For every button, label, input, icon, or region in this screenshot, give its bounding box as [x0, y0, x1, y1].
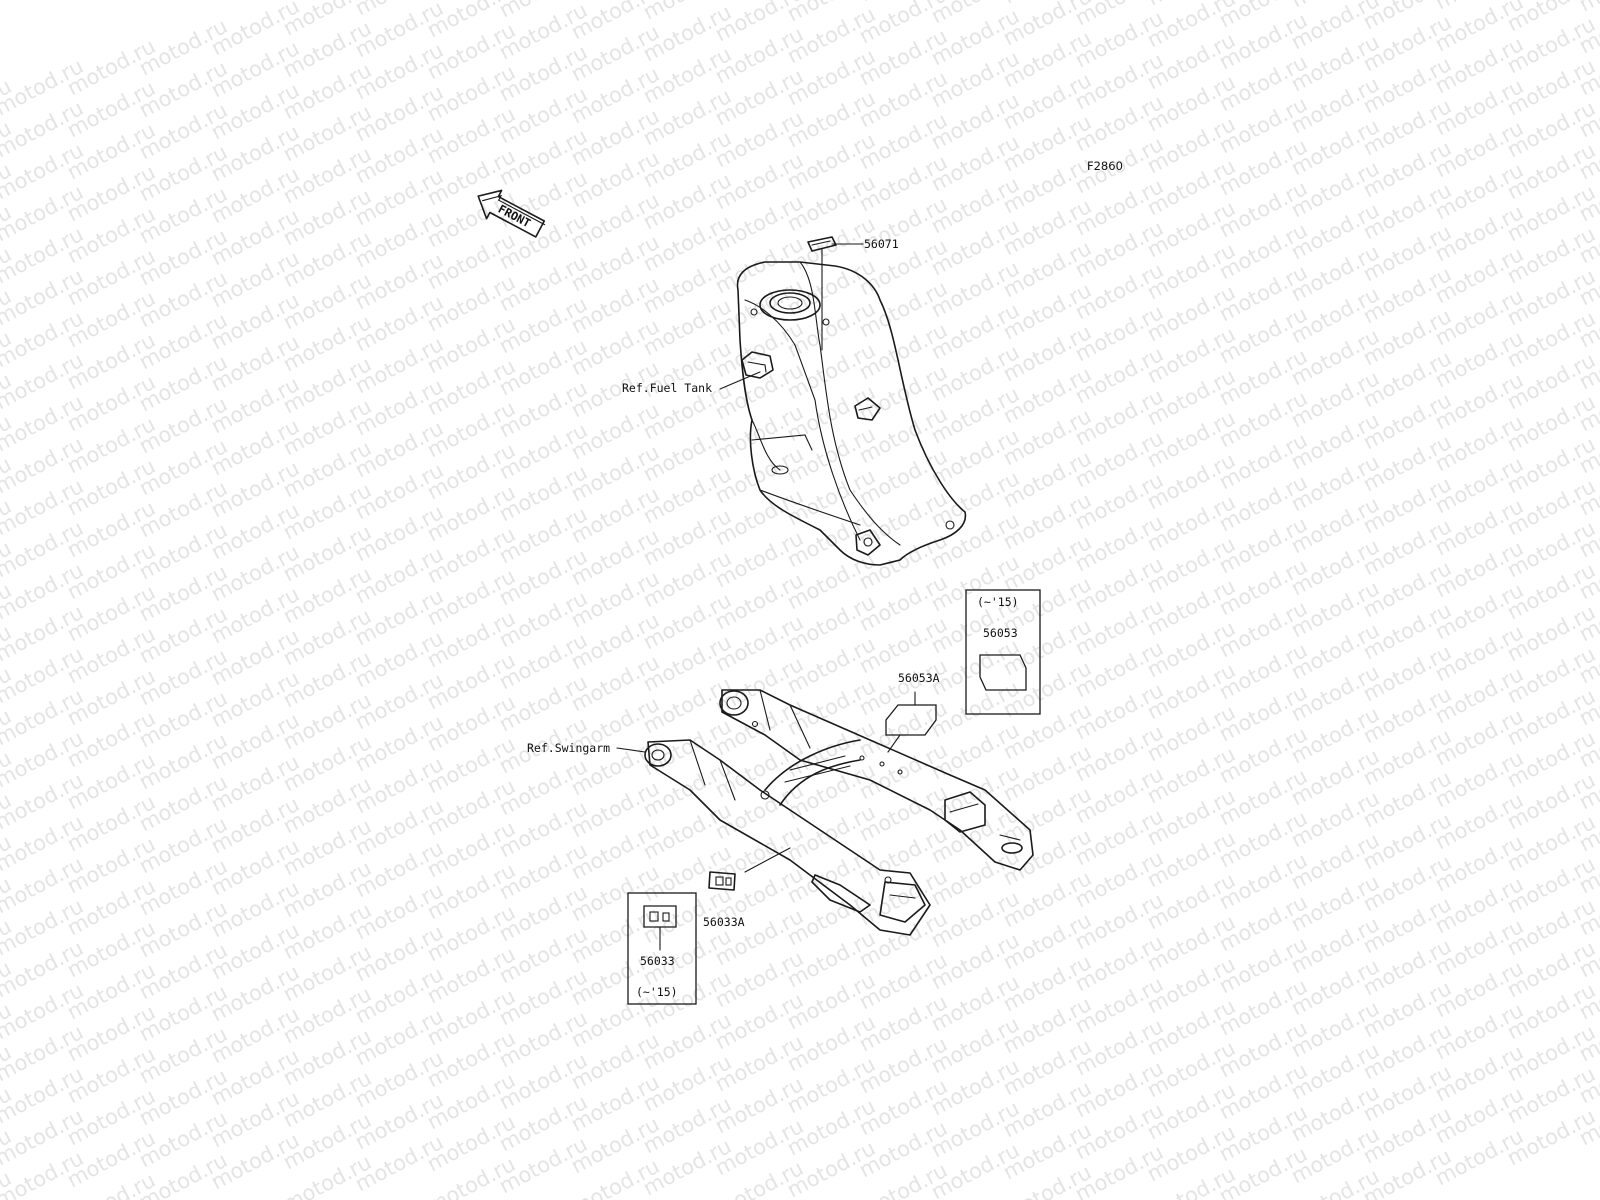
ref-swingarm: Ref.Swingarm — [527, 741, 610, 755]
box-56053-note: (~'15) — [977, 595, 1019, 609]
part-56033a-label: 56033A — [703, 915, 745, 929]
part-56033-label: 56033 — [640, 954, 675, 968]
part-56053a-label: 56053A — [898, 671, 940, 685]
ref-fuel-tank: Ref.Fuel Tank — [622, 381, 712, 395]
figure-code: F2860 — [1087, 159, 1123, 173]
box-56033-note: (~'15) — [636, 985, 678, 999]
part-56071-label: 56071 — [864, 237, 899, 251]
part-56053-label: 56053 — [983, 626, 1018, 640]
